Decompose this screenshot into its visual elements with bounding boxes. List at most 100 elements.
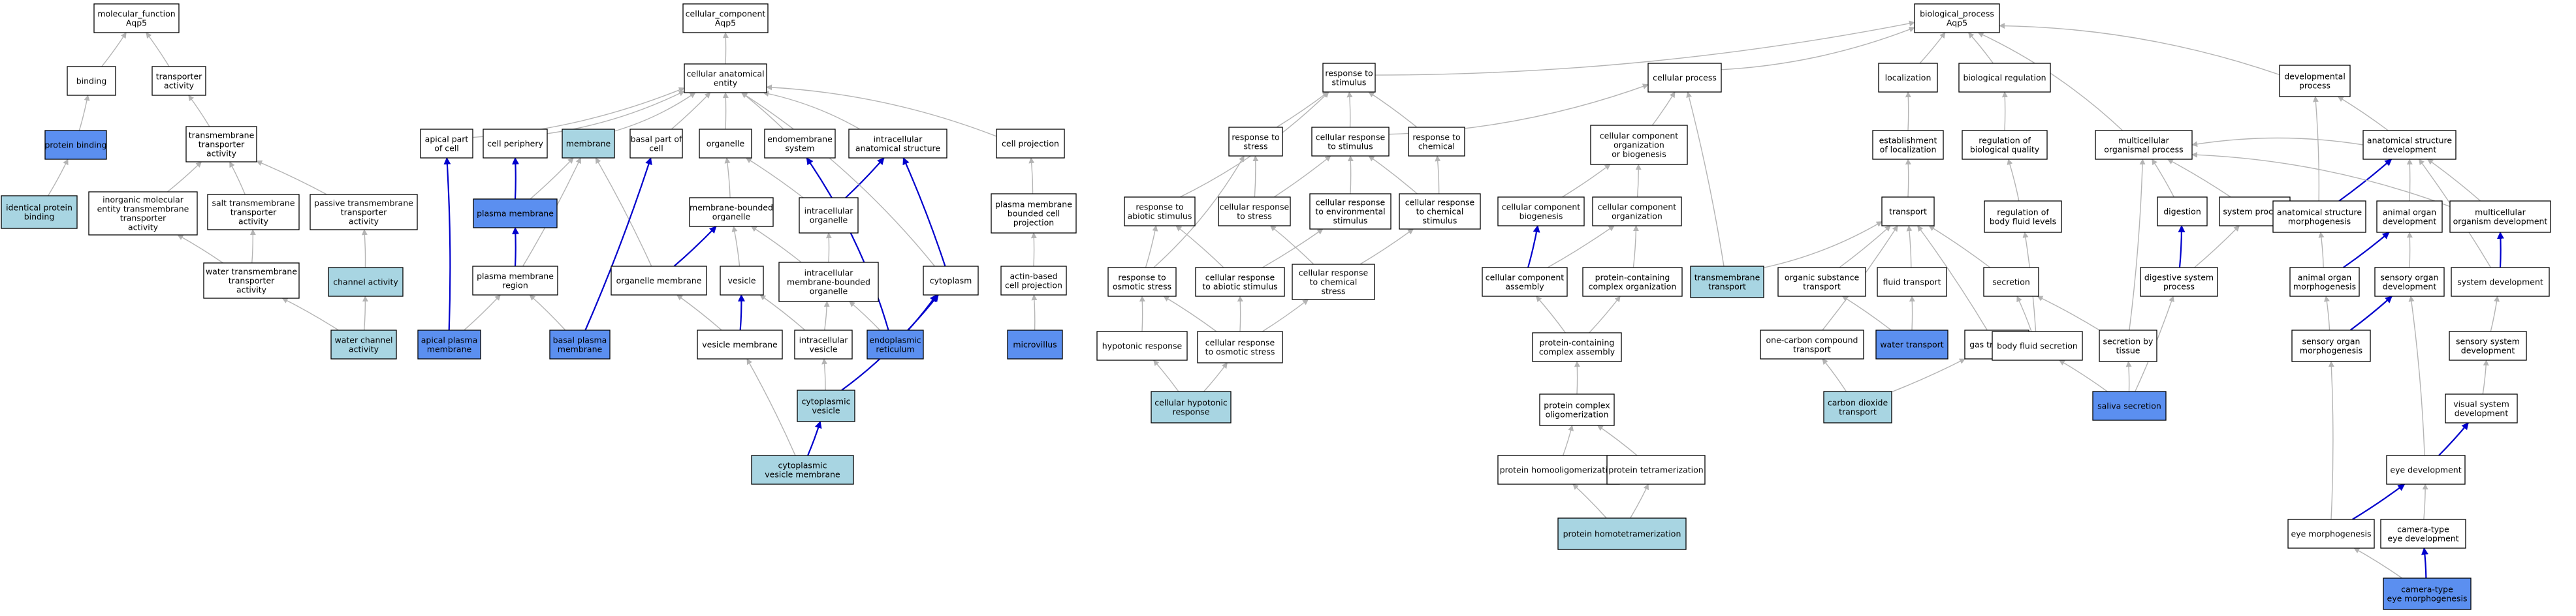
- node-binding[interactable]: binding: [67, 66, 116, 96]
- node-plasma-membrane[interactable]: plasma membrane: [473, 198, 558, 228]
- node-vesicle-membrane[interactable]: vesicle membrane: [697, 330, 783, 360]
- node-eye-development[interactable]: eye development: [2386, 455, 2466, 485]
- node-system-dev[interactable]: system development: [2451, 267, 2550, 297]
- node-saliva-secretion[interactable]: saliva secretion: [2092, 391, 2167, 421]
- node-fluid-transport[interactable]: fluid transport: [1877, 267, 1947, 297]
- node-homooligomerization[interactable]: protein homooligomerization: [1497, 455, 1620, 485]
- node-organelle-membrane[interactable]: organelle membrane: [611, 266, 707, 296]
- node-organelle[interactable]: organelle: [699, 129, 752, 159]
- node-homotetramerization[interactable]: protein homotetramerization: [1557, 517, 1687, 550]
- node-microvillus[interactable]: microvillus: [1007, 330, 1063, 360]
- node-secretion[interactable]: secretion: [1983, 267, 2039, 297]
- node-cellular-process[interactable]: cellular process: [1647, 63, 1722, 93]
- node-body-fluid-secretion[interactable]: body fluid secretion: [1992, 331, 2083, 361]
- node-transport[interactable]: transport: [1881, 196, 1935, 226]
- node-vesicle[interactable]: vesicle: [720, 266, 764, 296]
- node-localization[interactable]: localization: [1878, 63, 1938, 93]
- node-cytoplasm[interactable]: cytoplasm: [923, 266, 979, 296]
- node-biological-regulation[interactable]: biological regulation: [1958, 63, 2051, 93]
- node-water-transport[interactable]: water transport: [1875, 330, 1948, 360]
- node-channel-activity[interactable]: channel activity: [328, 267, 404, 297]
- node-eye-morphogenesis[interactable]: eye morphogenesis: [2287, 519, 2375, 549]
- node-digestion[interactable]: digestion: [2157, 196, 2208, 226]
- node-membrane[interactable]: membrane: [562, 129, 615, 159]
- node-cell-projection[interactable]: cell projection: [996, 129, 1065, 159]
- node-cell-periphery[interactable]: cell periphery: [483, 129, 548, 159]
- node-tetramerization[interactable]: protein tetramerization: [1606, 455, 1706, 485]
- node-hypotonic-response[interactable]: hypotonic response: [1096, 331, 1188, 361]
- node-protein-binding[interactable]: protein binding: [44, 130, 107, 160]
